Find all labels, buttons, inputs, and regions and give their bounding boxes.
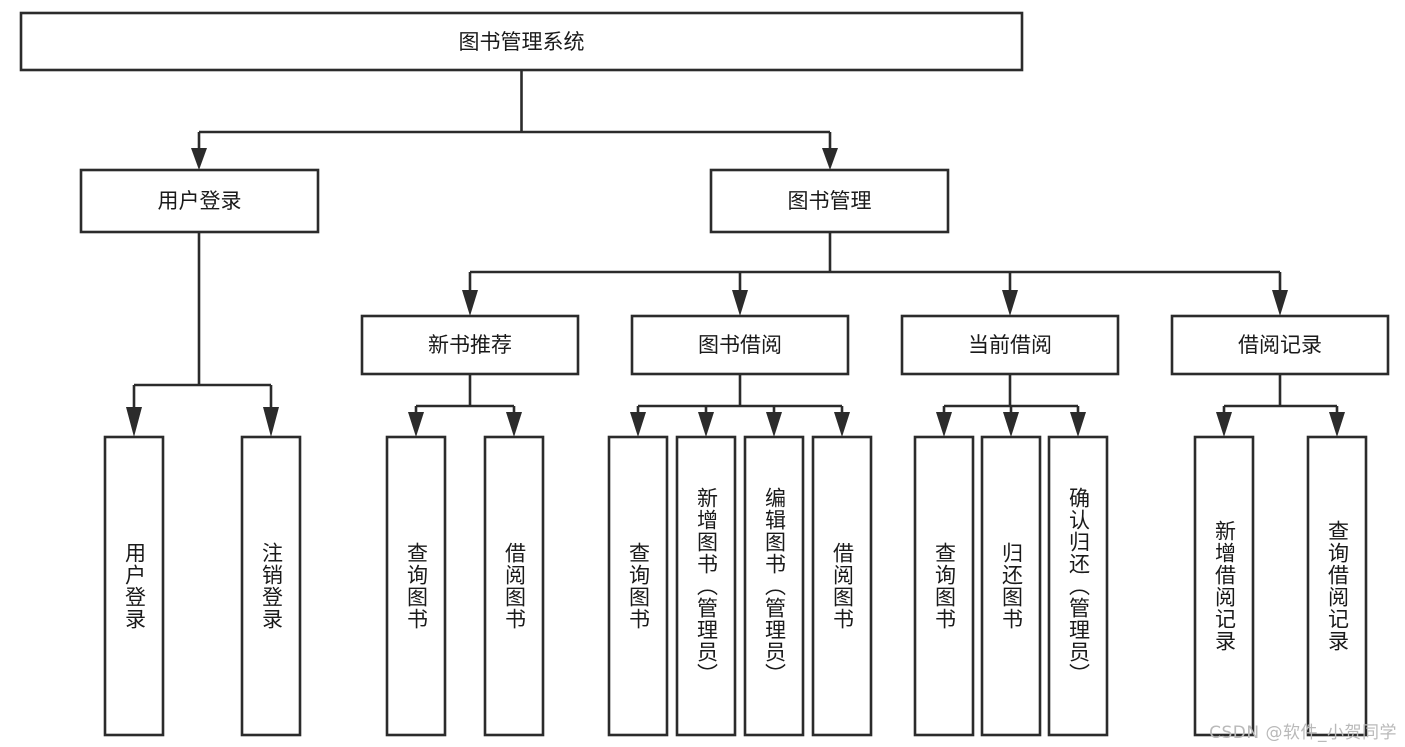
- node-root-label: 图书管理系统: [459, 30, 585, 54]
- arrow-head-borrow-record: [1272, 290, 1288, 316]
- node-leaf-add-borrow-record[interactable]: [1193, 435, 1255, 737]
- node-book-borrow[interactable]: [630, 314, 850, 376]
- arrow-head-current-borrow-leaf-2: [1003, 412, 1019, 437]
- arrow-head-book-borrow: [732, 290, 748, 316]
- node-current-borrow[interactable]: [900, 314, 1120, 376]
- node-book-management-label: 图书管理: [788, 189, 872, 213]
- arrow-head-new-book-leaf-1: [408, 412, 424, 437]
- node-leaf-confirm-return-admin[interactable]: [1047, 435, 1109, 737]
- node-layer: 图书管理系统 用户登录 图书管理 新书推荐 图书借阅 当前借阅 借阅记录: [19, 11, 1390, 737]
- node-leaf-logout[interactable]: [240, 435, 302, 737]
- arrow-head-user-login: [191, 148, 207, 170]
- node-book-management[interactable]: [709, 168, 950, 234]
- node-leaf-user-login[interactable]: [103, 435, 165, 737]
- arrow-head-book-borrow-leaf-2: [698, 412, 714, 437]
- arrow-head-borrow-record-leaf-2: [1329, 412, 1345, 437]
- node-user-login[interactable]: [79, 168, 320, 234]
- connector-layer: [126, 70, 1345, 437]
- node-leaf-query-borrow-record[interactable]: [1306, 435, 1368, 737]
- node-leaf-query-book-recommend[interactable]: [385, 435, 447, 737]
- node-book-borrow-label: 图书借阅: [698, 333, 782, 357]
- node-current-borrow-label: 当前借阅: [968, 333, 1052, 357]
- arrow-head-current-borrow-leaf-3: [1070, 412, 1086, 437]
- node-leaf-query-book-borrow[interactable]: [607, 435, 669, 737]
- arrow-head-leaf-user-login: [126, 407, 142, 437]
- arrow-head-borrow-record-leaf-1: [1216, 412, 1232, 437]
- node-user-login-label: 用户登录: [158, 189, 242, 213]
- node-new-book-recommend-label: 新书推荐: [428, 333, 512, 357]
- arrow-head-book-borrow-leaf-1: [630, 412, 646, 437]
- arrow-head-leaf-logout: [263, 407, 279, 437]
- node-leaf-edit-book-admin[interactable]: [743, 435, 805, 737]
- node-root-book-management-system[interactable]: [19, 11, 1024, 72]
- node-borrow-record[interactable]: [1170, 314, 1390, 376]
- node-leaf-query-book-current[interactable]: [913, 435, 975, 737]
- arrow-head-new-book-leaf-2: [506, 412, 522, 437]
- arrow-head-current-borrow: [1002, 290, 1018, 316]
- arrow-head-book-manage: [822, 148, 838, 170]
- node-leaf-borrow-book-recommend[interactable]: [483, 435, 545, 737]
- node-leaf-borrow-book[interactable]: [811, 435, 873, 737]
- watermark-text: CSDN @软件_小贺同学: [1209, 723, 1397, 743]
- arrow-head-book-borrow-leaf-4: [834, 412, 850, 437]
- node-leaf-add-book-admin[interactable]: [675, 435, 737, 737]
- node-leaf-return-book[interactable]: [980, 435, 1042, 737]
- arrow-head-book-borrow-leaf-3: [766, 412, 782, 437]
- node-borrow-record-label: 借阅记录: [1238, 333, 1322, 357]
- arrow-head-new-book-recommend: [462, 290, 478, 316]
- arrow-head-current-borrow-leaf-1: [936, 412, 952, 437]
- node-new-book-recommend[interactable]: [360, 314, 580, 376]
